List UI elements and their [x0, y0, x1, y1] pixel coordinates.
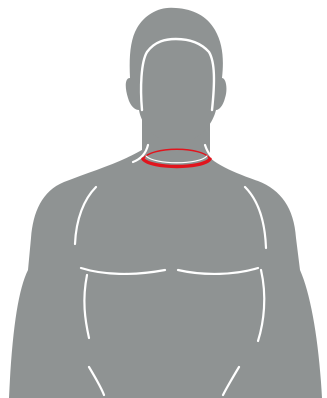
torso-silhouette: [9, 148, 322, 398]
